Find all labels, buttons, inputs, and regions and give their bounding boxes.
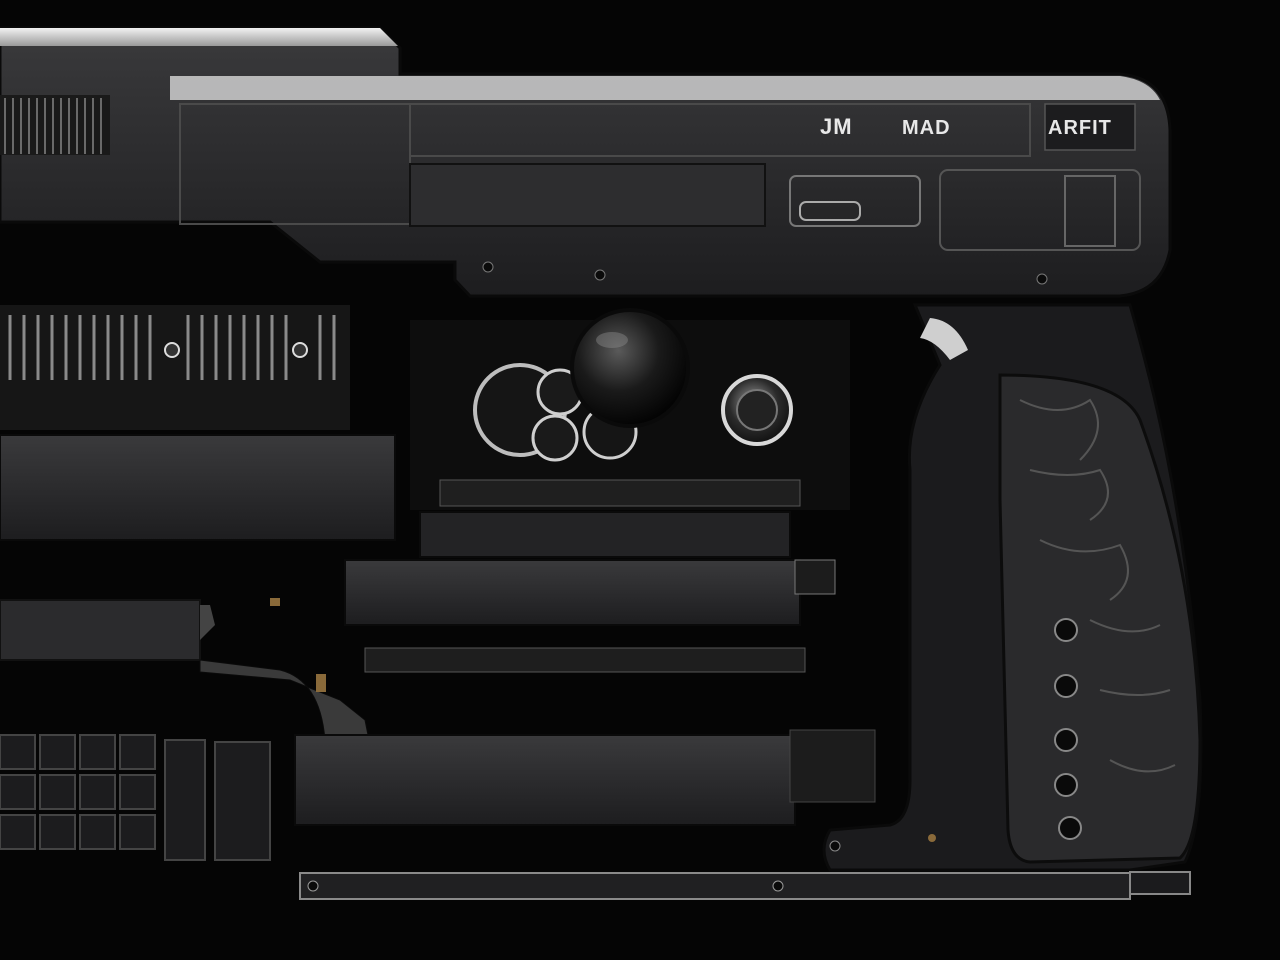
round-knob-icon bbox=[570, 308, 690, 428]
key-grid bbox=[0, 734, 271, 861]
vent-slits bbox=[4, 98, 102, 154]
left-rails bbox=[0, 434, 396, 746]
label-jm: JM bbox=[820, 114, 853, 139]
top-deck: JM MAD ARFIT bbox=[0, 26, 1172, 298]
radiator-block bbox=[0, 305, 350, 430]
textured-grip-icon bbox=[822, 303, 1203, 895]
control-cluster bbox=[410, 308, 850, 510]
label-arfit: ARFIT bbox=[1048, 117, 1112, 139]
brass-accents bbox=[270, 598, 326, 692]
label-mad: MAD bbox=[902, 117, 951, 139]
middle-blocks bbox=[294, 511, 1131, 900]
